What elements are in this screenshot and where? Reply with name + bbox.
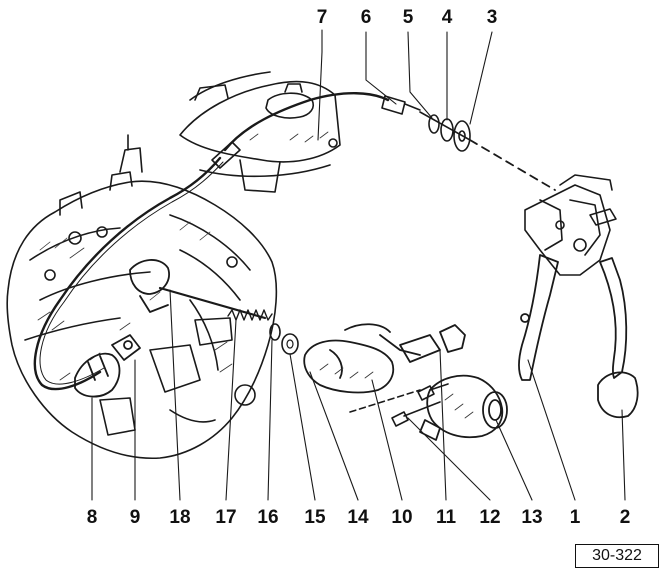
leader-lines [91,29,626,501]
brake-pedal-arm [597,257,639,419]
pedal-bracket [524,174,617,276]
callout-3: 3 [486,7,498,28]
cylinder [419,374,508,441]
callout-15: 15 [304,507,326,528]
reference-number: 30-322 [592,547,642,564]
callout-9: 9 [129,507,141,528]
release-lever [74,259,170,398]
cable-sleeve [211,95,421,169]
clutch-pedal-arm [518,254,559,381]
callout-7: 7 [316,7,328,28]
cable-adjuster [419,111,471,152]
callout-1: 1 [569,507,581,528]
callout-8: 8 [86,507,98,528]
callout-11: 11 [435,507,457,528]
callout-18: 18 [169,507,191,528]
mounting-bolt [391,383,449,427]
clutch-cable [33,92,390,391]
return-spring [227,309,273,321]
washer-15 [281,333,299,355]
callout-12: 12 [479,507,501,528]
callout-2: 2 [619,507,631,528]
callout-17: 17 [215,507,237,528]
callout-4: 4 [441,7,453,28]
transmission-housing [6,134,278,460]
callout-16: 16 [257,507,279,528]
washer-16 [269,323,281,341]
callout-14: 14 [347,507,369,528]
callout-5: 5 [402,7,414,28]
callout-13: 13 [521,507,543,528]
fluid-reservoir [179,71,341,193]
callout-10: 10 [391,507,413,528]
reference-number-box: 30-322 [575,544,659,568]
callout-6: 6 [360,7,372,28]
